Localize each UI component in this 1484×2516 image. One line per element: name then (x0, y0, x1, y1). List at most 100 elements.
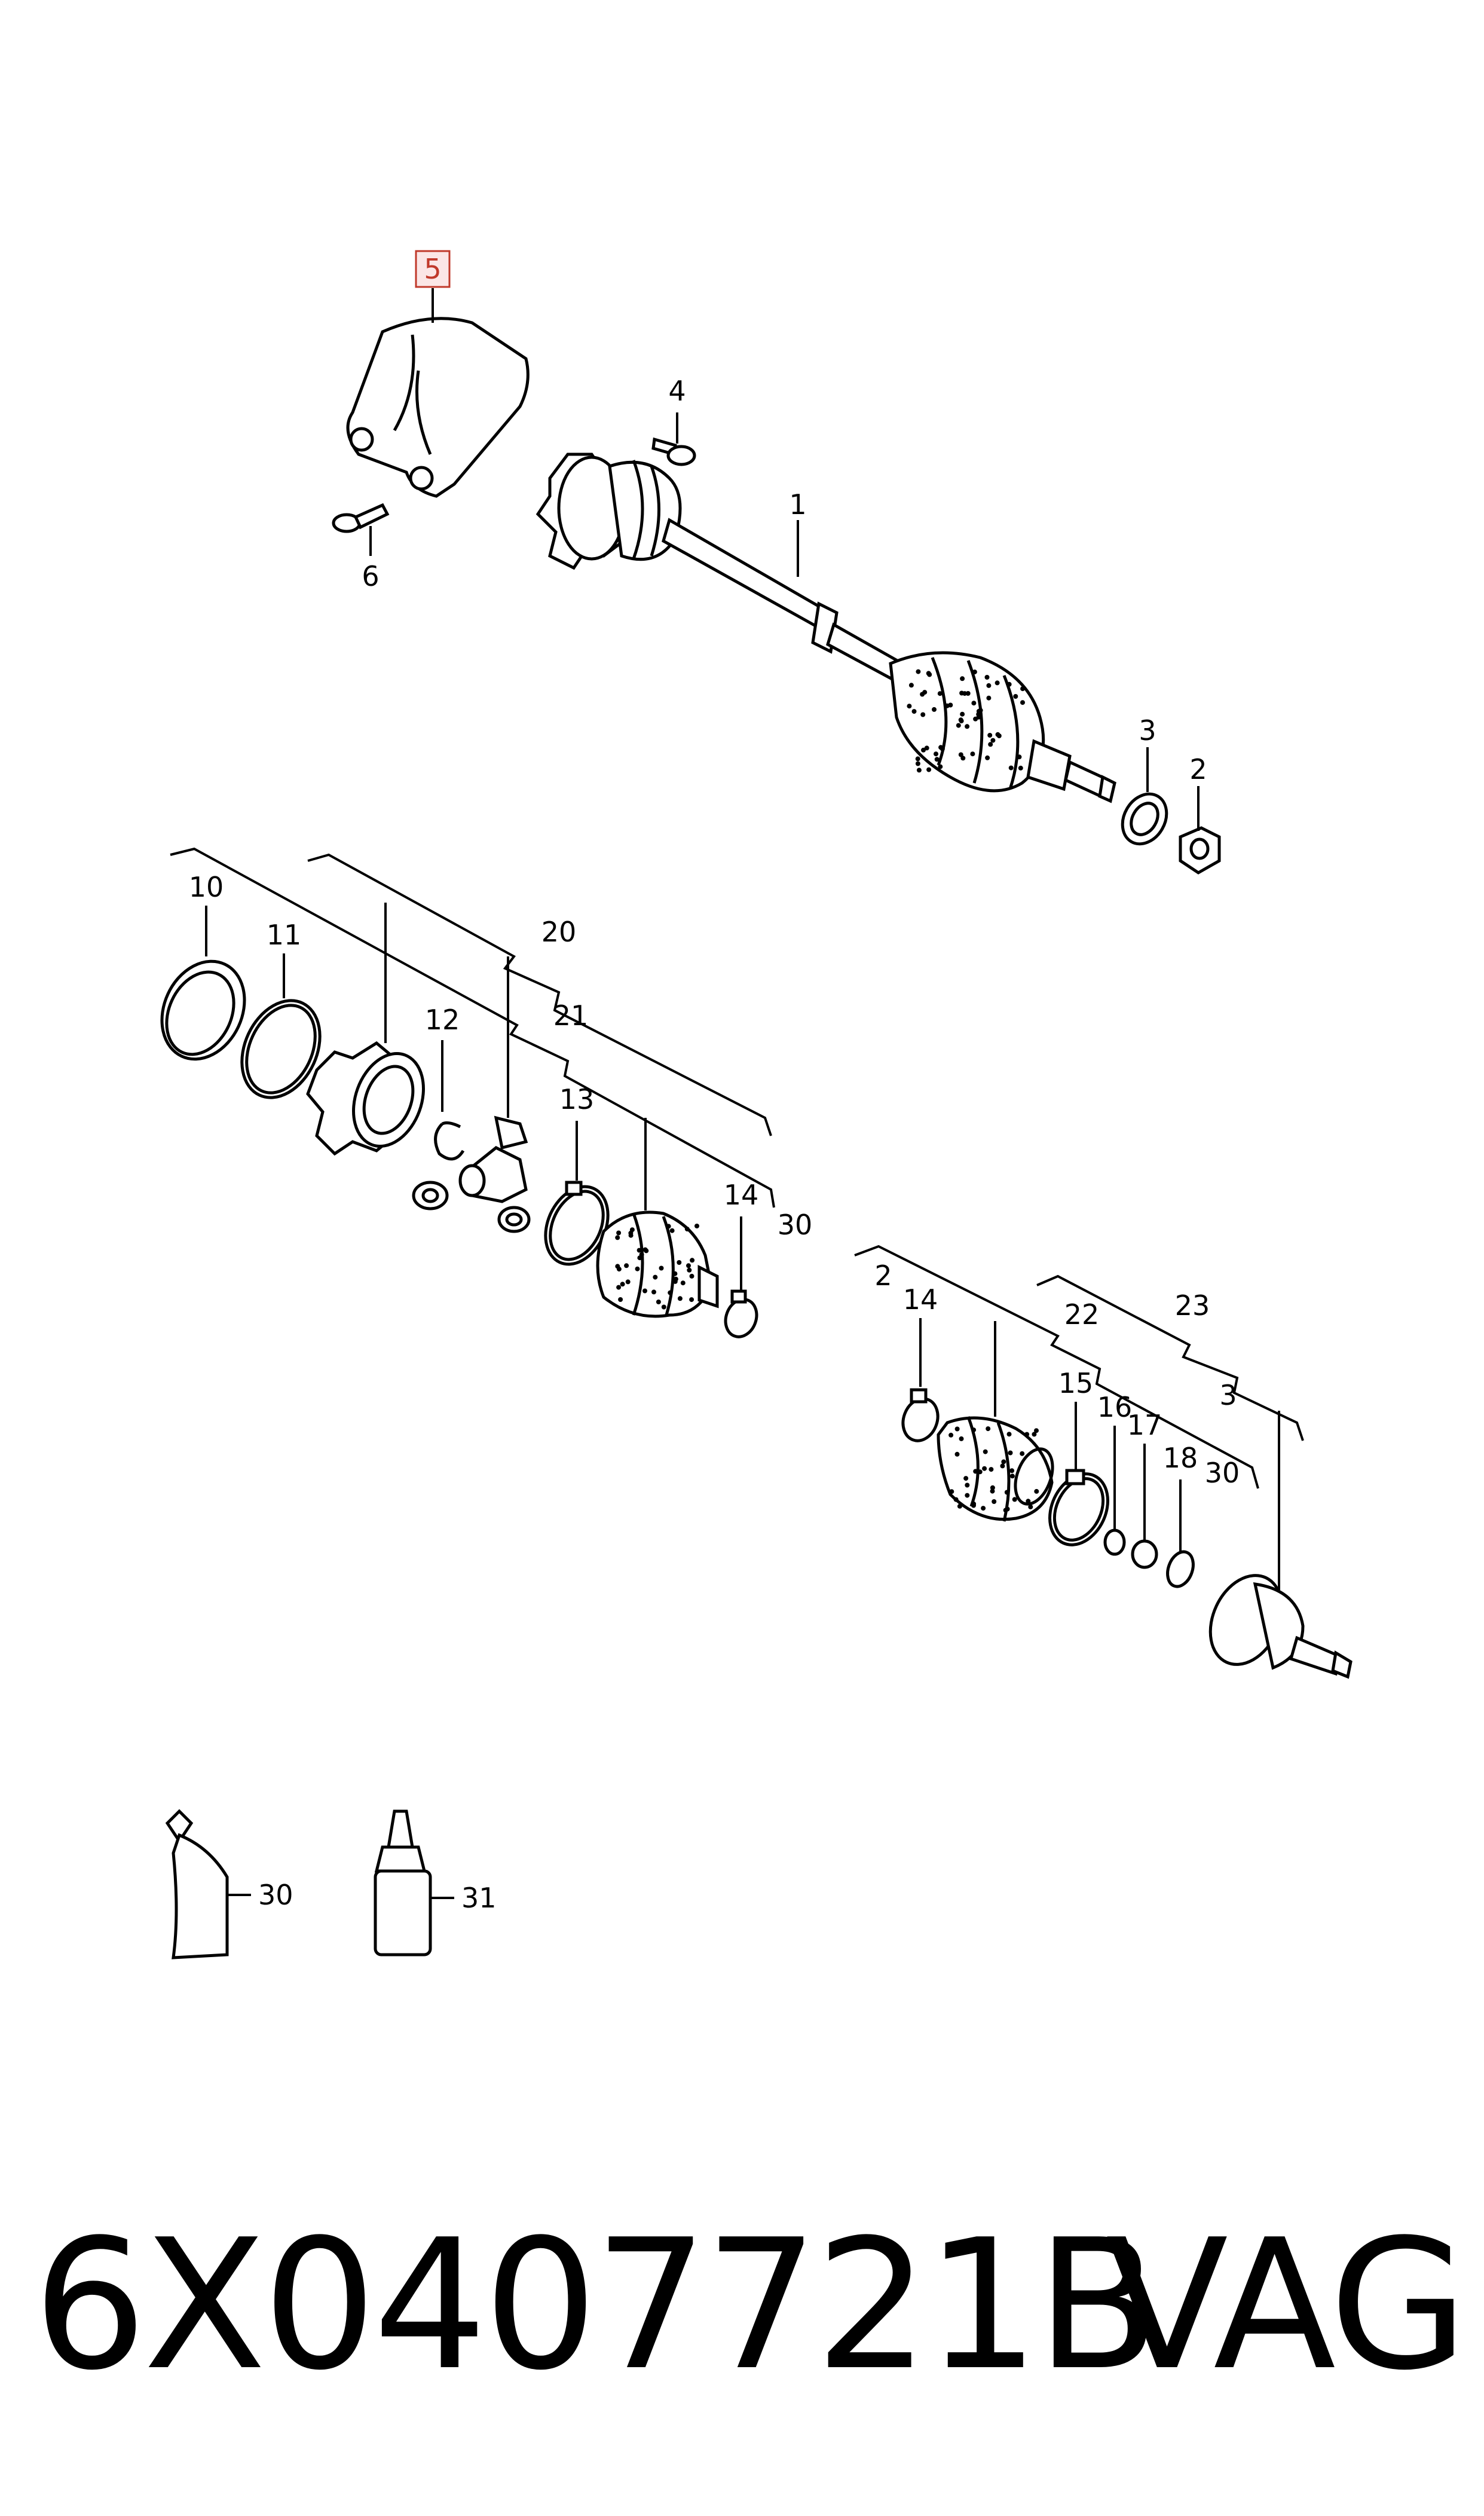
callout-16: 16 (1097, 1391, 1133, 1423)
callout-31: 31 (461, 1882, 497, 1914)
texture-dot (960, 676, 965, 681)
texture-dot (639, 1252, 644, 1257)
callout-20: 20 (541, 916, 577, 948)
texture-dot (1008, 1450, 1013, 1456)
texture-dot (628, 1233, 634, 1238)
texture-dot (616, 1230, 622, 1236)
texture-dot (1032, 1432, 1037, 1437)
texture-dot (694, 1224, 699, 1228)
clamp-14-left (724, 1289, 758, 1338)
texture-dot (920, 712, 926, 717)
texture-dot (971, 1503, 976, 1508)
texture-dot (907, 704, 912, 709)
texture-dot (977, 1469, 983, 1475)
callout-30-left: 30 (778, 1209, 813, 1241)
callout-5: 5 (424, 253, 441, 285)
texture-dot (1001, 1459, 1006, 1465)
callout-17: 17 (1127, 1409, 1162, 1441)
texture-dot (690, 1258, 695, 1263)
texture-dot (973, 1469, 978, 1474)
texture-dot (1000, 1463, 1005, 1469)
boot-texture (907, 669, 1026, 773)
joint-housing (306, 1041, 425, 1156)
texture-dot (988, 742, 993, 747)
texture-dot (926, 671, 931, 676)
texture-dot (985, 755, 990, 760)
texture-dot (1008, 765, 1014, 771)
ring-3 (1121, 792, 1168, 846)
texture-dot (957, 1503, 962, 1509)
texture-dot (1013, 694, 1018, 699)
callout-4: 4 (668, 375, 686, 407)
texture-dot (944, 703, 950, 708)
texture-dot (932, 707, 937, 712)
seal-ring-11 (240, 999, 322, 1099)
texture-dot (1024, 1432, 1030, 1437)
texture-dot (954, 1451, 960, 1457)
texture-dot (672, 1279, 678, 1284)
bolt-4 (651, 437, 696, 466)
texture-dot (953, 1497, 959, 1502)
washer-16 (1103, 1528, 1126, 1556)
texture-dot (986, 683, 992, 688)
callout-3-top: 3 (1139, 714, 1156, 747)
texture-dot (677, 1296, 683, 1301)
callout-6: 6 (362, 560, 379, 592)
texture-dot (1017, 754, 1022, 760)
clamp-14-right (901, 1388, 940, 1442)
texture-dot (958, 717, 963, 723)
callout-30-tube: 30 (258, 1879, 293, 1911)
texture-dot (986, 695, 992, 701)
texture-dot (615, 1235, 620, 1240)
texture-dot (916, 669, 921, 674)
texture-dot (1009, 1473, 1015, 1479)
texture-dot (986, 1426, 991, 1432)
texture-dot (958, 752, 963, 757)
texture-dot (915, 756, 920, 762)
bolt-6 (332, 503, 390, 533)
texture-dot (689, 1273, 694, 1279)
texture-dot (926, 767, 932, 772)
texture-dot (960, 711, 965, 717)
bracket-20-21 (170, 847, 775, 1208)
outer-boot (937, 1416, 1054, 1522)
texture-dot (642, 1288, 647, 1294)
spacer-17 (1131, 1539, 1158, 1569)
texture-dot (1006, 681, 1012, 687)
callout-18: 18 (1163, 1442, 1198, 1474)
texture-dot (984, 675, 990, 680)
texture-dot (1020, 686, 1026, 692)
clamp-15 (1048, 1469, 1109, 1546)
texture-dot (971, 1427, 977, 1433)
texture-dot (651, 1289, 656, 1295)
callout-10: 10 (189, 871, 224, 903)
texture-dot (990, 738, 996, 743)
texture-dot (982, 1466, 987, 1471)
texture-dot (972, 669, 977, 675)
texture-dot (635, 1266, 640, 1271)
texture-dot (1018, 765, 1023, 771)
texture-dot (959, 1436, 964, 1441)
callout-2-right: 2 (874, 1259, 892, 1292)
texture-dot (948, 1432, 954, 1438)
texture-dot (687, 1267, 692, 1273)
texture-dot (1020, 700, 1025, 705)
texture-dot (965, 724, 970, 729)
heat-shield-5 (346, 317, 530, 498)
callout-21: 21 (553, 999, 589, 1032)
texture-dot (934, 751, 938, 757)
texture-dot (908, 683, 914, 688)
texture-dot (1028, 1504, 1033, 1509)
texture-dot (1026, 1499, 1031, 1504)
texture-dot (934, 757, 940, 762)
texture-dot (938, 745, 944, 750)
callout-23: 23 (1175, 1289, 1210, 1322)
callout-22: 22 (1064, 1298, 1100, 1331)
boot-texture-2 (615, 1224, 699, 1310)
texture-dot (1006, 1432, 1012, 1437)
bracket-22-23 (854, 1245, 1304, 1489)
grease-tube-30 (165, 1809, 229, 1959)
texture-dot (987, 733, 993, 738)
callout-14-left: 14 (724, 1179, 759, 1211)
